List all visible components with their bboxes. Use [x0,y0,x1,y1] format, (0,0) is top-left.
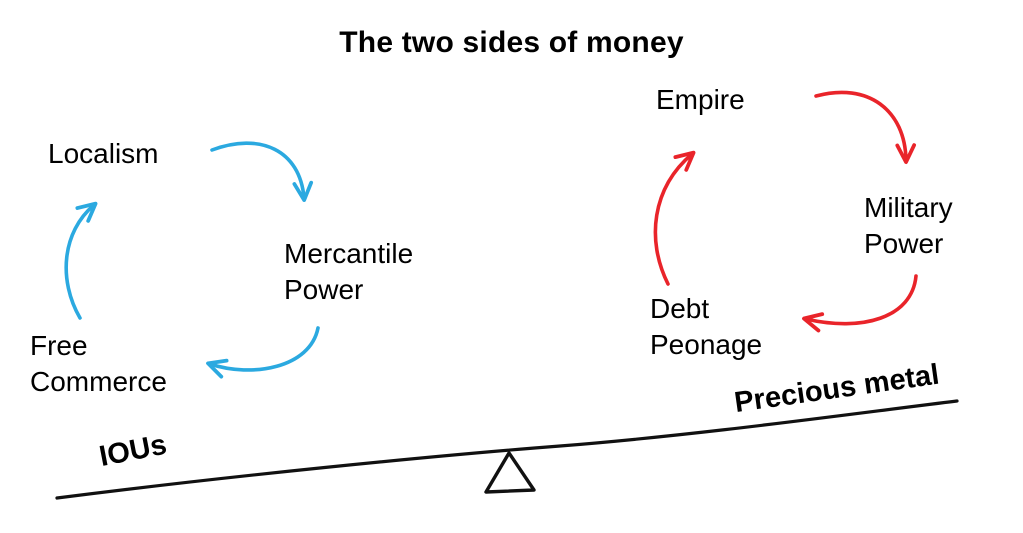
arrow-debt-peonage-to-empire-icon [653,150,696,286]
arrow-military-power-to-debt-peonage-icon [802,274,918,333]
arrow-mercantile-power-to-free-commerce-icon [206,326,320,379]
node-label-localism: Localism [48,138,159,169]
arrow-localism-to-mercantile-power-icon [210,141,314,202]
node-label-debt-peonage: Debt Peonage [650,293,763,360]
diagram-title: The two sides of money [339,26,684,59]
node-label-free-commerce: Free Commerce [30,330,167,397]
arrow-empire-to-military-power-icon [814,90,916,164]
node-label-empire: Empire [656,84,745,115]
node-label-military-power: Military Power [864,192,953,259]
balance-fulcrum-icon [484,451,536,494]
balance-beam [55,399,959,500]
node-label-mercantile-power: Mercantile Power [284,238,414,305]
arrow-free-commerce-to-localism-icon [64,201,98,320]
